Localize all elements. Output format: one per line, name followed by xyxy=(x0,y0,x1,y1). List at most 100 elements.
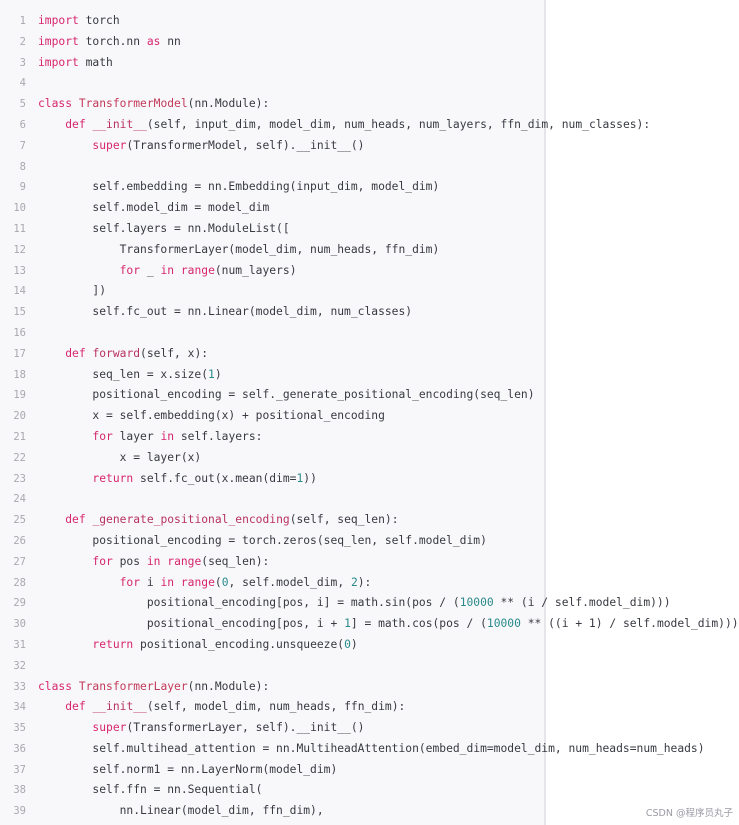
line-number: 8 xyxy=(19,160,26,173)
code-token xyxy=(38,638,92,651)
code-text: positional_encoding[pos, i + 1] = math.c… xyxy=(38,614,739,635)
line-number: 35 xyxy=(13,722,26,735)
line-number: 36 xyxy=(13,742,26,755)
code-line: 24 xyxy=(0,489,544,510)
code-token: _ xyxy=(140,263,161,277)
code-token: __init__ xyxy=(92,700,147,714)
code-line: 9 self.embedding = nn.Embedding(input_di… xyxy=(0,177,544,198)
code-token: , self.model_dim, xyxy=(228,575,351,589)
code-token: def xyxy=(65,346,86,360)
code-token xyxy=(72,680,79,693)
line-number: 16 xyxy=(13,326,26,339)
code-line: 7 super(TransformerModel, self).__init__… xyxy=(0,136,544,157)
code-text: for pos in range(seq_len): xyxy=(38,552,269,573)
code-token: (num_layers) xyxy=(214,263,297,277)
code-text: self.model_dim = model_dim xyxy=(38,198,269,219)
code-text: return self.fc_out(x.mean(dim=1)) xyxy=(38,469,316,490)
code-token: self.fc_out = nn.Linear(model_dim, num_c… xyxy=(38,305,413,319)
line-number: 1 xyxy=(19,15,26,27)
code-text: super(TransformerLayer, self).__init__() xyxy=(38,718,364,739)
code-text: return positional_encoding.unsqueeze(0) xyxy=(38,635,357,656)
code-token xyxy=(38,139,92,152)
code-line: 19 positional_encoding = self._generate_… xyxy=(0,385,544,406)
line-number: 30 xyxy=(13,618,26,631)
line-number: 28 xyxy=(13,576,26,589)
line-number: 10 xyxy=(13,202,26,215)
code-text: class TransformerModel(nn.Module): xyxy=(38,94,269,115)
code-token xyxy=(38,700,65,713)
line-number: 4 xyxy=(19,77,26,90)
code-token: 10000 xyxy=(486,617,521,631)
code-line: 31 return positional_encoding.unsqueeze(… xyxy=(0,635,544,656)
code-token: for xyxy=(119,575,141,589)
line-number: 2 xyxy=(19,35,26,48)
code-text: class TransformerLayer(nn.Module): xyxy=(38,677,269,698)
line-number: 37 xyxy=(13,763,26,776)
code-token: range xyxy=(180,575,215,589)
line-number: 17 xyxy=(13,347,26,360)
code-token: range xyxy=(167,554,202,568)
code-line: 20 x = self.embedding(x) + positional_en… xyxy=(0,406,544,427)
code-text: positional_encoding = torch.zeros(seq_le… xyxy=(38,531,486,552)
code-token: TransformerModel xyxy=(78,97,188,111)
code-token: in xyxy=(146,554,161,568)
code-line: 11 self.layers = nn.ModuleList([ xyxy=(0,219,544,240)
code-token: (self, x): xyxy=(140,346,209,360)
code-text: x = self.embedding(x) + positional_encod… xyxy=(38,406,384,427)
code-token: class xyxy=(38,97,73,111)
code-token: in xyxy=(160,575,175,589)
line-number: 27 xyxy=(13,555,26,568)
code-token xyxy=(38,513,65,526)
code-token: torch xyxy=(78,14,120,27)
code-token xyxy=(174,576,181,589)
code-token: (self, input_dim, model_dim, num_heads, … xyxy=(146,117,651,131)
code-token: self.ffn = nn.Sequential( xyxy=(38,783,263,797)
code-token xyxy=(38,576,120,589)
code-token: import xyxy=(38,55,79,69)
code-line: 36 self.multihead_attention = nn.Multihe… xyxy=(0,739,704,760)
code-text: for i in range(0, self.model_dim, 2): xyxy=(38,573,372,594)
code-line: 17 def forward(self, x): xyxy=(0,344,544,365)
code-token xyxy=(38,347,65,360)
code-text: def _generate_positional_encoding(self, … xyxy=(38,510,399,531)
code-token: 1 xyxy=(208,367,215,381)
code-token: pos xyxy=(112,554,147,568)
code-token: import xyxy=(38,34,79,48)
line-number: 25 xyxy=(13,514,26,527)
code-line: 25 def _generate_positional_encoding(sel… xyxy=(0,510,544,531)
line-number: 7 xyxy=(19,139,26,152)
code-token: ]) xyxy=(38,284,107,298)
code-token: ** (i / self.model_dim))) xyxy=(493,596,671,610)
line-number: 31 xyxy=(13,638,26,651)
code-token xyxy=(174,264,181,277)
code-line: 21 for layer in self.layers: xyxy=(0,427,544,448)
line-number: 6 xyxy=(19,118,26,131)
code-token: positional_encoding = self._generate_pos… xyxy=(38,388,535,402)
code-token: (self, seq_len): xyxy=(289,513,399,527)
code-text: self.layers = nn.ModuleList([ xyxy=(38,219,289,240)
code-token: positional_encoding.unsqueeze( xyxy=(133,637,345,651)
code-line: 12 TransformerLayer(model_dim, num_heads… xyxy=(0,240,544,261)
line-number: 3 xyxy=(19,56,26,69)
code-token: positional_encoding[pos, i + xyxy=(38,617,345,631)
code-token: forward xyxy=(92,346,141,360)
code-token: def xyxy=(65,513,86,527)
code-token: positional_encoding[pos, i] = math.sin(p… xyxy=(38,596,460,610)
line-number: 33 xyxy=(13,680,26,693)
line-number: 26 xyxy=(13,534,26,547)
line-number: 21 xyxy=(13,430,26,443)
watermark: CSDN @程序员丸子 xyxy=(645,808,733,819)
code-token xyxy=(38,264,120,277)
code-text: def __init__(self, input_dim, model_dim,… xyxy=(38,115,650,136)
code-line: 39 nn.Linear(model_dim, ffn_dim), xyxy=(0,801,544,822)
code-token: _generate_positional_encoding xyxy=(92,513,290,527)
code-token: ** ((i + 1) / self.model_dim))) xyxy=(520,617,739,631)
code-token: __init__ xyxy=(92,117,147,131)
code-token: self.model_dim = model_dim xyxy=(38,201,270,215)
code-token: as xyxy=(146,34,161,48)
code-token: self.multihead_attention = nn.MultiheadA… xyxy=(38,741,705,755)
code-token: x = layer(x) xyxy=(38,450,202,464)
code-token: seq_len = x.size( xyxy=(38,367,209,381)
